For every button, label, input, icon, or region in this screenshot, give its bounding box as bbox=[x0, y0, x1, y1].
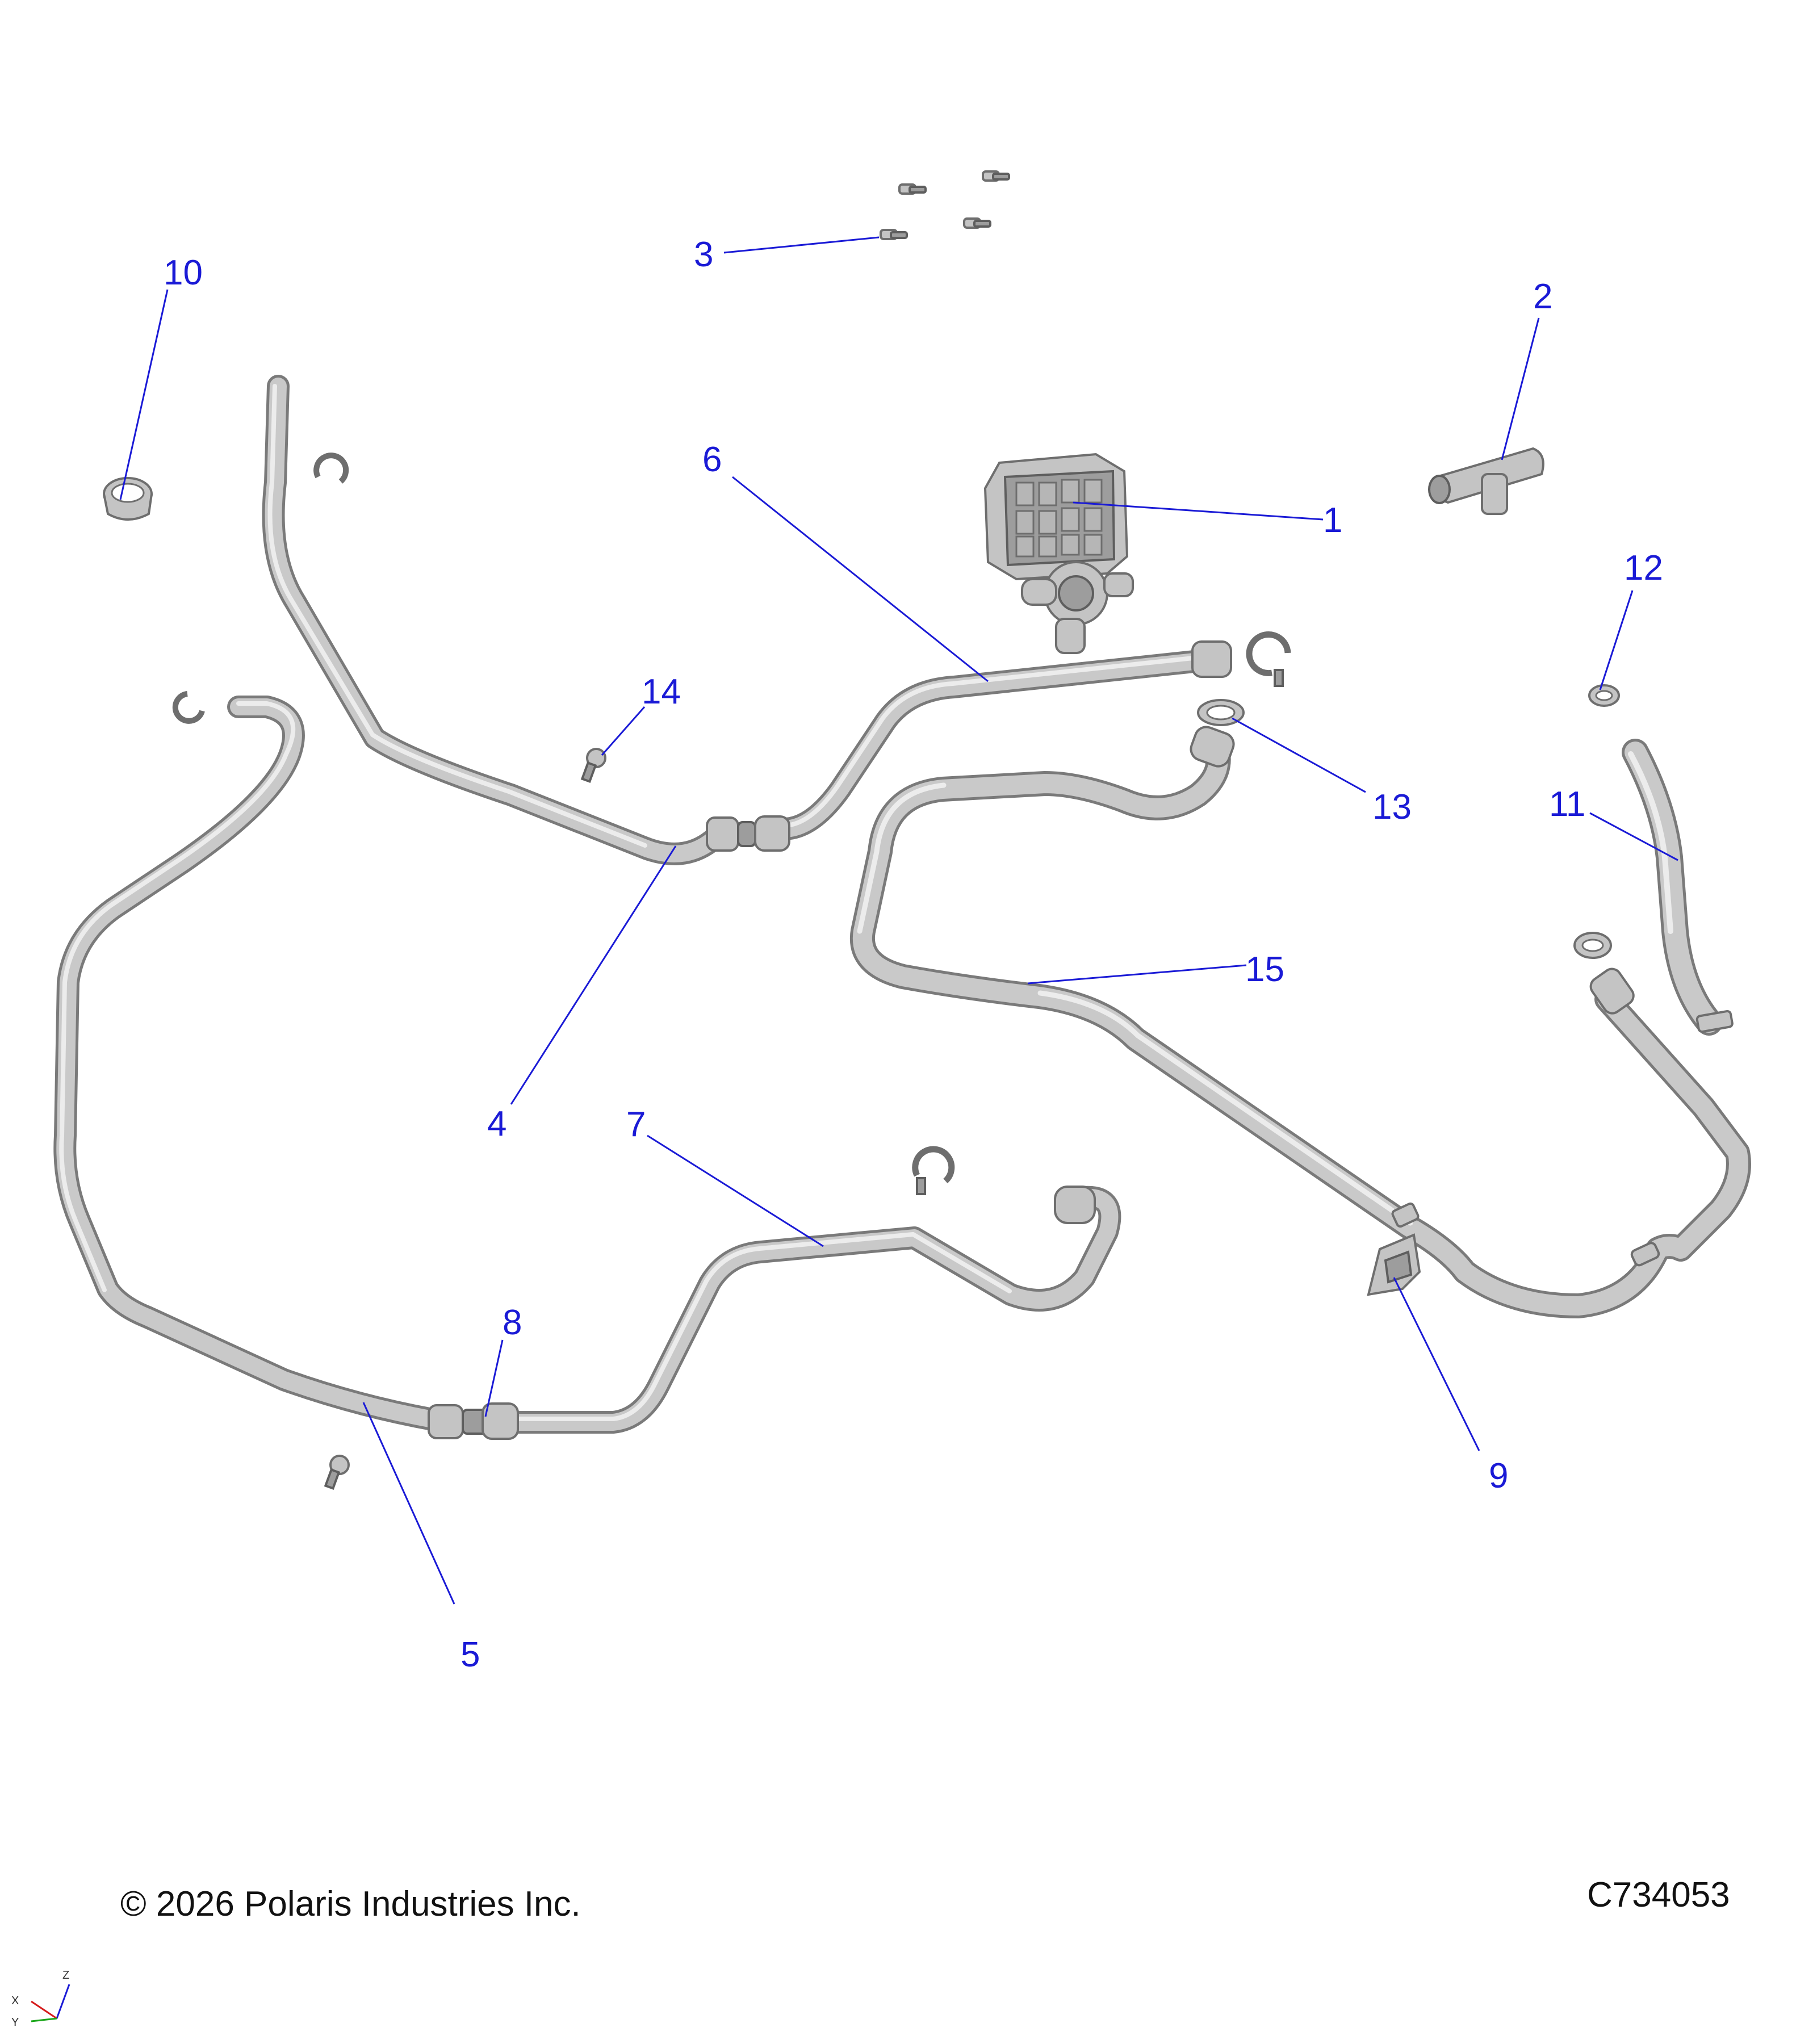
hose-6-end-cuff bbox=[1191, 640, 1232, 678]
callout-6: 6 bbox=[702, 440, 722, 479]
axis-z-label: Z bbox=[62, 1969, 69, 1982]
screw bbox=[963, 217, 991, 229]
callouts: 1 2 3 4 5 6 7 8 9 10 11 12 13 14 15 bbox=[164, 235, 1663, 1674]
clamp-near-hose-4 bbox=[313, 453, 349, 484]
hose-7-end-cuff bbox=[1054, 1186, 1096, 1224]
leader-7 bbox=[647, 1134, 824, 1247]
hose-5 bbox=[53, 696, 460, 1434]
axis-x-label: X bbox=[11, 1995, 19, 2007]
leader-15 bbox=[1027, 964, 1247, 985]
callout-9: 9 bbox=[1489, 1456, 1508, 1496]
callout-12: 12 bbox=[1624, 548, 1663, 588]
leader-9 bbox=[1393, 1277, 1480, 1451]
connector-4-6 bbox=[706, 815, 790, 852]
screw bbox=[880, 229, 908, 240]
callout-10: 10 bbox=[164, 253, 203, 292]
callout-2: 2 bbox=[1533, 277, 1552, 316]
callout-11: 11 bbox=[1549, 785, 1585, 824]
axis-triad: Z X Y bbox=[11, 1969, 70, 2029]
valve-manifold bbox=[983, 453, 1134, 654]
leader-5 bbox=[362, 1402, 455, 1605]
leader-13 bbox=[1232, 717, 1366, 793]
clamp-hose-7-end bbox=[912, 1146, 955, 1195]
callout-5: 5 bbox=[460, 1635, 480, 1674]
hose-7 bbox=[477, 1186, 1121, 1434]
hose-15 bbox=[849, 731, 1751, 1318]
leader-2 bbox=[1501, 317, 1540, 460]
leader-4 bbox=[510, 845, 677, 1105]
clamp-hose-6-end bbox=[1246, 631, 1291, 687]
screws bbox=[880, 170, 1010, 240]
callout-3: 3 bbox=[694, 235, 713, 274]
leader-lines bbox=[119, 236, 1678, 1605]
clamp-10 bbox=[103, 477, 153, 521]
screw bbox=[982, 170, 1010, 182]
hose-15-lower-end bbox=[1589, 967, 1635, 1015]
leader-11 bbox=[1589, 812, 1678, 861]
leader-1 bbox=[1073, 501, 1324, 521]
hose-4 bbox=[262, 375, 727, 865]
clip-9 bbox=[1367, 1202, 1421, 1296]
callout-14: 14 bbox=[642, 672, 681, 711]
callout-4: 4 bbox=[487, 1104, 506, 1144]
leader-3 bbox=[723, 236, 880, 254]
axis-y-label: Y bbox=[11, 2016, 19, 2029]
screw bbox=[898, 183, 927, 195]
callout-1: 1 bbox=[1323, 501, 1342, 540]
clip-hose-15-right bbox=[1630, 1242, 1660, 1267]
callout-15: 15 bbox=[1245, 950, 1284, 989]
hose-11 bbox=[1622, 739, 1723, 1036]
leader-8 bbox=[484, 1339, 504, 1417]
clamp-14 bbox=[580, 748, 606, 784]
connector-5-7 bbox=[428, 1402, 519, 1440]
clamp-hose-5-top bbox=[172, 691, 205, 724]
hose-15-end-cuff bbox=[1190, 726, 1235, 768]
clamp-12 bbox=[1588, 684, 1620, 707]
hose-6 bbox=[772, 647, 1232, 840]
callout-13: 13 bbox=[1372, 788, 1412, 827]
leader-14 bbox=[601, 706, 646, 756]
copyright-notice: © 2026 Polaris Industries Inc. bbox=[120, 1884, 581, 1924]
leader-10 bbox=[119, 289, 169, 500]
clamp-hose-15-lower bbox=[1573, 932, 1612, 959]
drawing-number: C734053 bbox=[1587, 1875, 1730, 1915]
leader-12 bbox=[1599, 590, 1634, 690]
callout-8: 8 bbox=[503, 1303, 522, 1342]
hose-11-end bbox=[1695, 1010, 1734, 1033]
clamp-near-hose-5 bbox=[324, 1455, 350, 1490]
leader-6 bbox=[732, 476, 989, 682]
callout-7: 7 bbox=[626, 1105, 646, 1144]
tee-fitting bbox=[1428, 447, 1544, 515]
